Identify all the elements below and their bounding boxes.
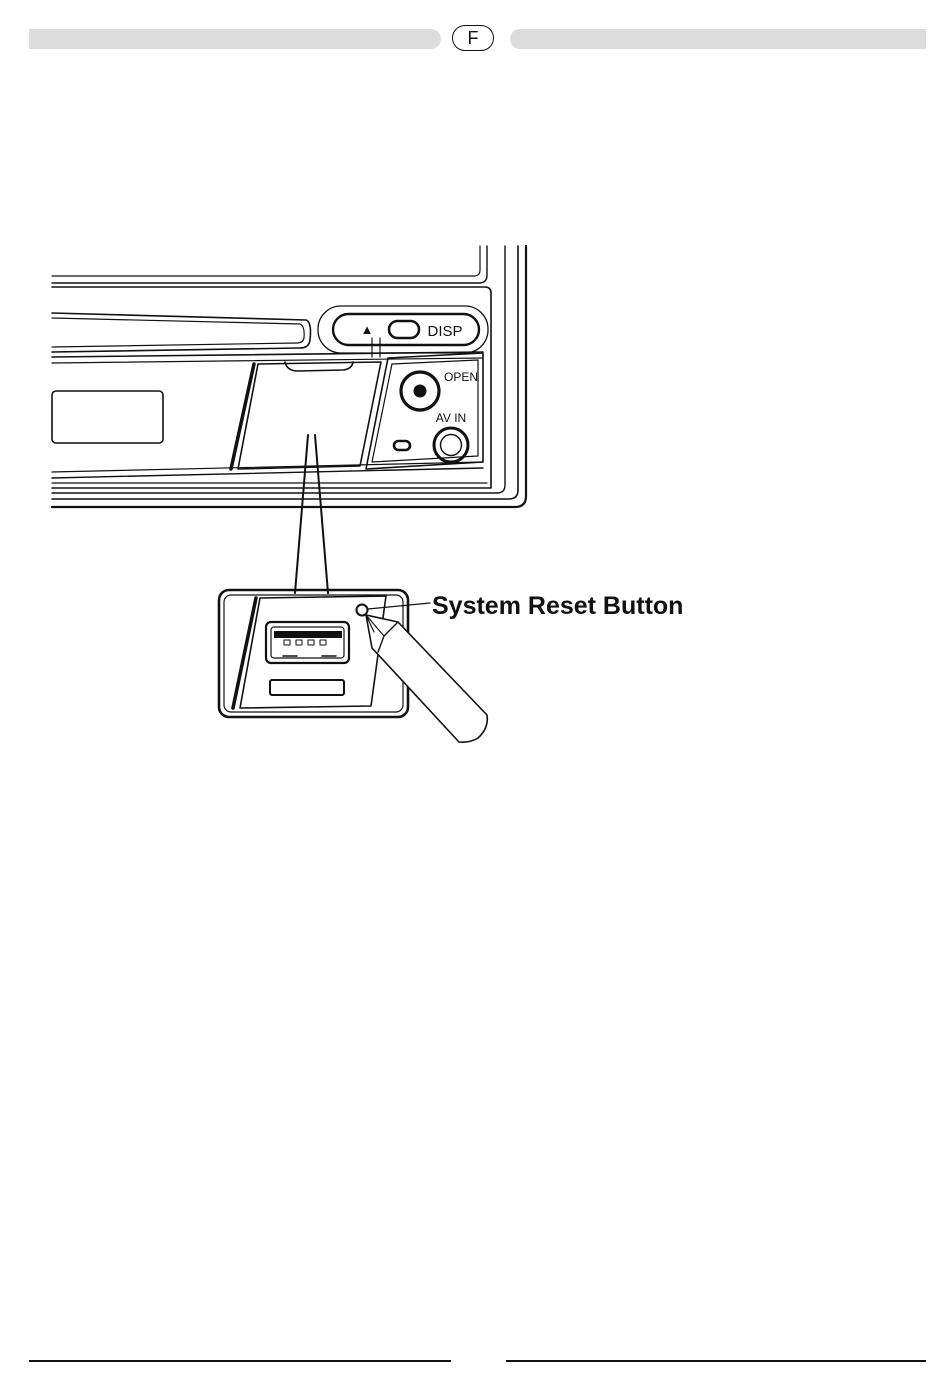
disp-label: DISP: [427, 323, 462, 340]
ir-sensor: [394, 441, 410, 450]
reset-hole[interactable]: [357, 605, 368, 616]
system-reset-callout: System Reset Button: [432, 592, 683, 621]
disc-slot: [52, 313, 311, 352]
callout-leader: [368, 603, 430, 609]
eject-icon: ▲: [361, 322, 374, 337]
zoom-pointer: [295, 435, 328, 593]
footer-rule-right: [506, 1360, 926, 1362]
usb-port-icon: [266, 622, 349, 695]
av-in-label: AV IN: [436, 411, 466, 425]
open-label: OPEN: [444, 370, 478, 384]
footer-rule-left: [29, 1360, 451, 1362]
av-in-jack[interactable]: [434, 428, 468, 462]
open-button[interactable]: [401, 372, 439, 410]
stylus-pen-icon: [366, 615, 487, 742]
